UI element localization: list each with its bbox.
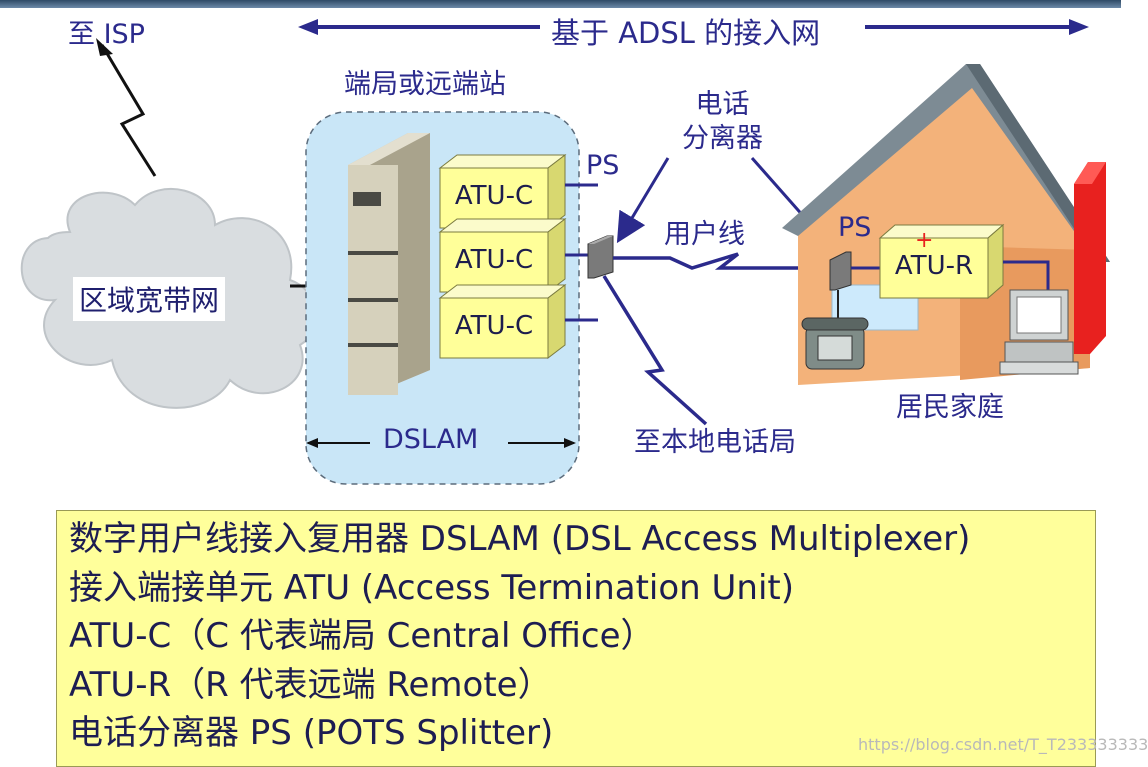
- to-isp-label: 至 ISP: [68, 19, 145, 50]
- home-splitter: [829, 251, 852, 291]
- phone-splitter-label-line2: 分离器: [682, 123, 763, 154]
- legend-line: ATU-C（C 代表端局 Central Office）: [69, 616, 655, 656]
- dslam-label: DSLAM: [379, 424, 483, 455]
- telephone-icon: [801, 317, 869, 370]
- home-ps-label: PS: [838, 212, 872, 243]
- atu-r-box: +: [878, 223, 1005, 300]
- chimney: [1074, 162, 1106, 354]
- computer-icon: [999, 289, 1079, 375]
- user-line: [613, 252, 830, 270]
- phone-splitter-label-line1: 电话: [695, 89, 750, 120]
- legend-line: ATU-R（R 代表远端 Remote）: [69, 664, 552, 705]
- local-office-line: [602, 275, 708, 426]
- legend-line: 接入端接单元 ATU (Access Termination Unit): [69, 567, 795, 608]
- atu-c-label-1: ATU-C: [454, 181, 534, 211]
- dslam-span-arrow: [306, 438, 576, 448]
- phone-splitter-label: 电话 分离器: [682, 88, 763, 156]
- watermark: https://blog.csdn.net/T_T233333333: [858, 735, 1148, 754]
- title-span-arrow: [298, 19, 1089, 35]
- splitter-pointer-1: [616, 157, 670, 244]
- user-line-label: 用户线: [664, 219, 745, 250]
- atu-r-label: ATU-R: [894, 251, 974, 281]
- central-splitter: [587, 235, 614, 279]
- pc-link: [1003, 260, 1050, 300]
- isp-link-lightning: [96, 38, 157, 177]
- legend-line: 数字用户线接入复用器 DSLAM (DSL Access Multiplexer…: [69, 519, 971, 559]
- atu-c-box-3: [438, 283, 567, 360]
- legend-box: 数字用户线接入复用器 DSLAM (DSL Access Multiplexer…: [56, 510, 1096, 767]
- svg-text:+: +: [915, 228, 933, 253]
- central-office-label: 端局或远端站: [344, 69, 506, 100]
- local-office-label: 至本地电话局: [634, 427, 796, 458]
- atu-c-label-2: ATU-C: [454, 245, 534, 275]
- atu-c-box-1: [438, 153, 567, 230]
- adsl-diagram: +: [20, 19, 1110, 485]
- legend-line: 电话分离器 PS (POTS Splitter): [69, 713, 554, 753]
- regional-network-label: 区域宽带网: [73, 277, 226, 321]
- home-label: 居民家庭: [896, 392, 1004, 423]
- top-bar: [0, 0, 1121, 8]
- ps-label: PS: [586, 150, 620, 181]
- diagram-title: 基于 ADSL 的接入网: [545, 10, 827, 52]
- dslam-tower: [348, 133, 430, 395]
- atu-c-box-2: [438, 217, 567, 294]
- atu-c-label-3: ATU-C: [454, 311, 534, 341]
